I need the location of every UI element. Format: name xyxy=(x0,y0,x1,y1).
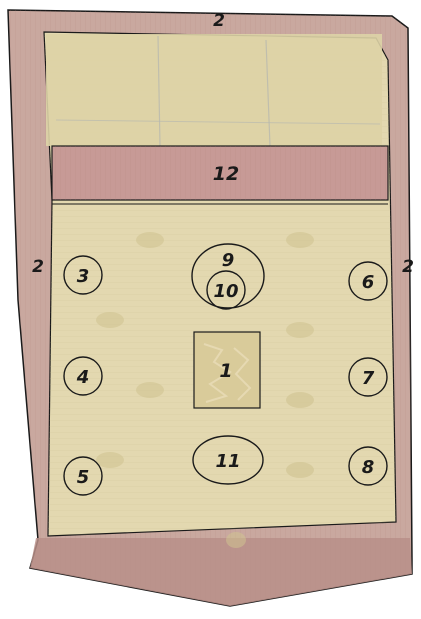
upper-panel xyxy=(46,34,382,146)
label-4: 4 xyxy=(76,367,90,388)
label-border-top: 2 xyxy=(213,11,225,31)
label-center-panel-1: 1 xyxy=(219,360,232,382)
label-6: 6 xyxy=(362,272,375,293)
label-5: 5 xyxy=(77,467,90,488)
bottom-hem xyxy=(30,538,412,606)
label-band-12: 12 xyxy=(213,163,239,185)
label-border-left: 2 xyxy=(32,257,44,277)
label-9: 9 xyxy=(222,250,235,271)
label-border-right: 2 xyxy=(402,257,414,277)
label-3: 3 xyxy=(77,266,90,287)
label-7: 7 xyxy=(362,368,375,389)
label-10: 10 xyxy=(213,281,238,302)
label-8: 8 xyxy=(362,457,375,478)
label-11: 11 xyxy=(215,451,240,472)
